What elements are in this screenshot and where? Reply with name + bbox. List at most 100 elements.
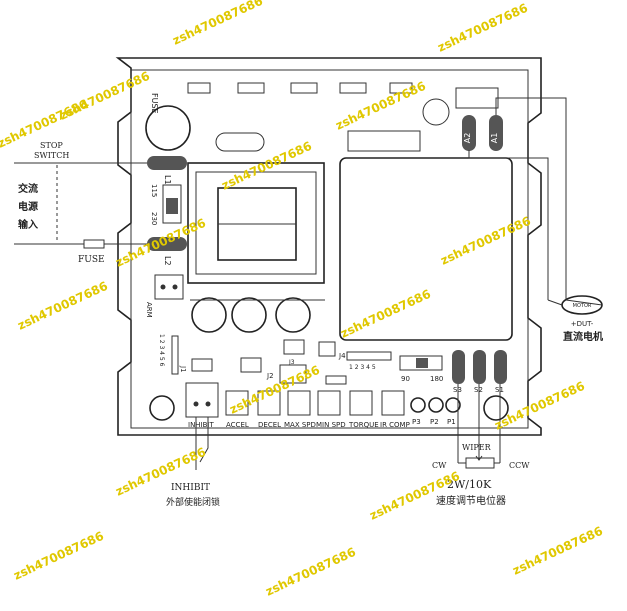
a2-terminal[interactable]	[462, 115, 476, 151]
arm-connector[interactable]	[154, 274, 184, 300]
watermark: zsh470087686	[438, 214, 533, 268]
a1-label: A1	[490, 133, 499, 144]
j4-header[interactable]	[346, 351, 392, 361]
transformer-outer	[187, 162, 325, 284]
accel-pot[interactable]	[225, 390, 249, 416]
a2-label: A2	[463, 133, 472, 144]
ccw-label: CCW	[509, 461, 530, 470]
bottom-right-hole	[483, 395, 509, 421]
fuse-board-label: FUSE	[150, 93, 159, 114]
small-block-3	[318, 341, 336, 357]
s2-label: S2	[474, 386, 483, 394]
a1-terminal[interactable]	[489, 115, 503, 151]
s3-terminal[interactable]	[452, 350, 465, 384]
l1-terminal[interactable]	[147, 156, 187, 170]
bottom-left-hole	[149, 395, 175, 421]
s1-label: S1	[495, 386, 504, 394]
pot-desc-label: 速度调节电位器	[436, 494, 506, 507]
watermark: zsh470087686	[113, 216, 208, 270]
inhibit-board-label: INHIBIT	[188, 421, 214, 429]
led-p3	[410, 397, 426, 413]
inhibit-connector[interactable]	[185, 382, 219, 418]
fuse-outer-label: FUSE	[78, 255, 105, 265]
watermark: zsh470087686	[15, 279, 110, 333]
pot-spec-label: 2W/10K	[447, 478, 492, 491]
j2-label: J2	[266, 372, 274, 380]
transformer-frame	[195, 171, 317, 275]
ac-input-label-3: 输入	[18, 218, 38, 231]
capacitor	[422, 98, 450, 126]
cw-label: CW	[432, 461, 447, 470]
watermark: zsh470087686	[510, 524, 605, 578]
oval-slot	[215, 132, 265, 152]
ac-input-label-2: 电源	[18, 200, 38, 213]
watermark: zsh470087686	[338, 287, 433, 341]
l1-label: L1	[163, 175, 172, 185]
inhibit-pin-1	[193, 401, 199, 407]
led-p1	[445, 397, 461, 413]
inhibit-outer-label: INHIBIT	[171, 483, 210, 493]
top-right-block	[455, 87, 499, 109]
max-spd-pot[interactable]	[287, 390, 311, 416]
s3-label: S3	[453, 386, 462, 394]
min-spd-pot[interactable]	[317, 390, 341, 416]
heatsink	[339, 157, 513, 341]
range-selector-knob	[416, 358, 428, 368]
cap-1	[191, 297, 227, 333]
torque-pot[interactable]	[349, 390, 373, 416]
a2-motor-wire	[468, 150, 549, 300]
p1-label: P1	[447, 418, 456, 426]
cap-3	[275, 297, 311, 333]
top-pad-3	[290, 82, 318, 94]
a1-motor-wire	[495, 97, 567, 300]
watermark: zsh470087686	[263, 545, 358, 599]
arm-pin-1	[160, 284, 166, 290]
top-pad-4	[339, 82, 367, 94]
j1-pins: 1 2 3 4 5 6	[158, 334, 165, 367]
inhibit-desc-label: 外部使能闭锁	[166, 496, 220, 508]
rng90-label: 90	[401, 375, 410, 383]
cap-2	[231, 297, 267, 333]
stop-switch-label-2: SWITCH	[34, 151, 69, 160]
l2-terminal[interactable]	[147, 237, 187, 251]
s2-terminal[interactable]	[473, 350, 486, 384]
board-inner-border	[130, 69, 529, 429]
top-pad-5	[389, 82, 413, 94]
top-pad-2	[237, 82, 265, 94]
connector-strip	[347, 130, 421, 152]
j2-header[interactable]	[279, 364, 307, 384]
s1-terminal[interactable]	[494, 350, 507, 384]
decel-pot[interactable]	[257, 390, 281, 416]
ir-comp-pot[interactable]	[381, 390, 405, 416]
j3-label: J3	[288, 359, 295, 366]
ir-comp-label: IR COMP	[380, 421, 410, 429]
v230-label: 230	[150, 212, 158, 225]
min-spd-label: MIN SPD	[316, 421, 346, 429]
max-spd-label: MAX SPD	[284, 421, 316, 429]
v115-label: 115	[150, 184, 158, 197]
watermark: zsh470087686	[492, 379, 587, 433]
watermark: zsh470087686	[435, 1, 530, 55]
inhibit-pin-2	[205, 401, 211, 407]
motor-icon-label: MOTOR	[573, 303, 592, 309]
j4-pins: 1 2 3 4 5	[349, 364, 376, 371]
torque-label: TORQUE	[348, 421, 379, 429]
fuse-holder	[145, 105, 191, 151]
wiper-arrow	[475, 455, 483, 461]
watermark: zsh470087686	[11, 529, 106, 583]
motor-lead-r	[565, 299, 603, 306]
outer-fuse	[83, 239, 105, 249]
p3-label: P3	[412, 418, 421, 426]
small-block-1	[191, 358, 213, 372]
j4-label: J4	[338, 352, 346, 360]
stop-switch-label-1: STOP	[40, 141, 63, 150]
small-block-4	[325, 375, 347, 385]
arm-label: ARM	[145, 302, 153, 318]
dut-label: +DUT-	[571, 320, 594, 328]
watermark: zsh470087686	[170, 0, 265, 48]
board-outline	[115, 57, 542, 436]
accel-label: ACCEL	[226, 421, 249, 429]
j1-header[interactable]	[171, 335, 179, 375]
p2-label: P2	[430, 418, 439, 426]
